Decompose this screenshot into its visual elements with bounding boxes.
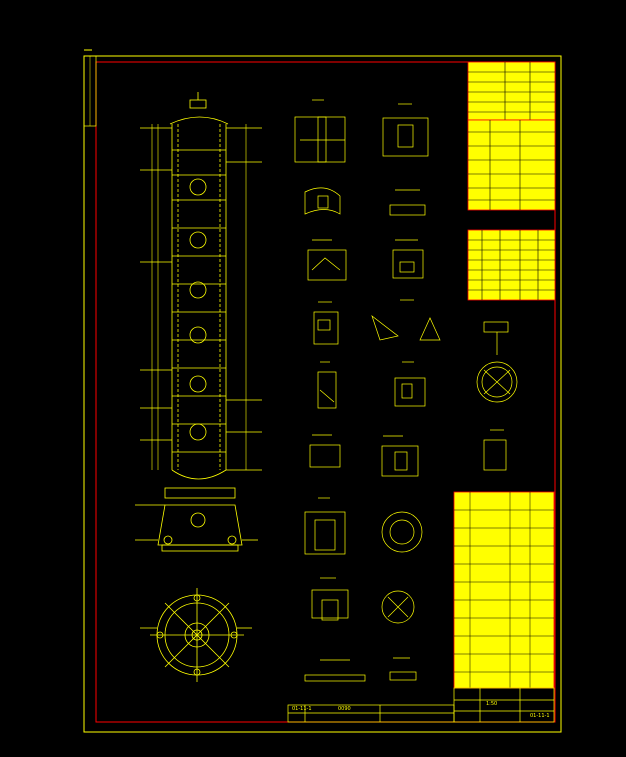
tower-plan-view[interactable] [140,588,252,682]
nozzle-table[interactable] [467,229,556,301]
design-data-table[interactable] [467,119,556,211]
parts-list-table[interactable] [453,491,555,689]
technical-characteristics-table[interactable] [467,61,556,121]
bottom-left-code-label: 01-11-1 [292,706,312,712]
title-block[interactable] [287,687,555,723]
scale-label: 1:50 [486,701,498,707]
tower-elevation-view[interactable] [135,92,262,552]
bottom-left-name-label: 0090 [338,706,351,712]
drawing-number-label: 01-11-1 [530,713,550,719]
detail-views[interactable] [294,99,518,682]
